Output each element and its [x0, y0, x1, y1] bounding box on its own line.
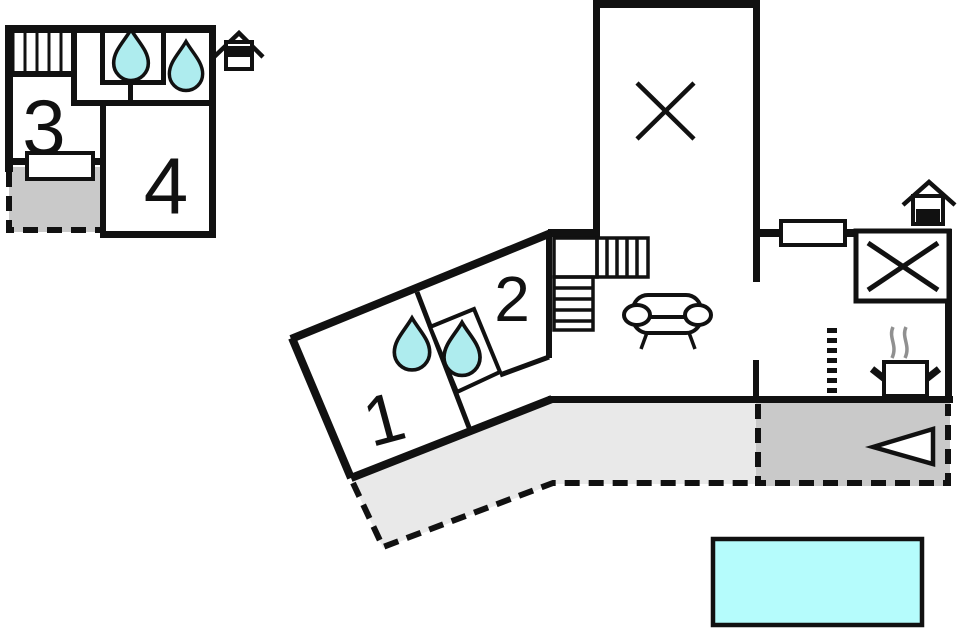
tilted-wall-bottom — [349, 395, 554, 482]
annex-terrace-dashed-edge — [6, 172, 100, 233]
annex-wall-left — [5, 25, 13, 172]
room4-label: 4 — [144, 142, 189, 231]
upper-room — [593, 0, 760, 282]
water-drop-icon — [392, 316, 432, 372]
annex-bath-wall-left — [100, 28, 105, 84]
stairs-lower-run — [552, 275, 595, 332]
room3-label: 3 — [22, 83, 65, 171]
water-drop-icon — [167, 39, 205, 93]
terrace-light-dashed-edge — [350, 480, 756, 551]
stairs-landing — [552, 236, 599, 279]
dashed-divider — [827, 328, 837, 393]
pot-with-steam-icon — [869, 326, 942, 398]
upper-room-wall-left — [593, 0, 600, 237]
tilted-wing-walls — [288, 229, 554, 482]
x-marker-large — [635, 81, 696, 141]
annex-wall-bottom — [100, 231, 216, 238]
staircase — [552, 236, 650, 332]
annex-stairs-bottom-wall — [5, 71, 77, 77]
steam-line — [902, 326, 909, 359]
annex-room4-left-wall — [100, 103, 106, 238]
house-entrance-icon-main — [901, 178, 957, 226]
crossed-box — [853, 228, 952, 304]
terrace-dark — [755, 402, 951, 486]
terrace-light — [350, 400, 758, 551]
upper-room-wall-top — [593, 0, 760, 8]
steam-line — [889, 326, 896, 359]
swimming-pool — [710, 536, 925, 628]
room1-label: 1 — [355, 376, 413, 461]
sofa-icon — [622, 293, 713, 350]
annex-bath-wall-right — [161, 28, 166, 85]
annex-inner-wall-h — [71, 100, 216, 106]
window-icon-annex — [25, 151, 95, 181]
annex-inner-wall-v — [71, 28, 77, 106]
terrace-dark-dashed-edge — [755, 404, 951, 486]
x-marker-small — [866, 240, 940, 293]
annex-bath-wall-stub — [128, 82, 133, 104]
annex-wall-right — [209, 25, 216, 238]
tilted-wall-left — [288, 336, 355, 480]
room2-bottom-wall — [499, 354, 550, 378]
stairs-upper-run — [595, 236, 650, 279]
room2-right-wall — [546, 233, 552, 358]
annex-staircase — [11, 29, 63, 73]
room2-label: 2 — [494, 263, 530, 335]
pot-body — [882, 360, 929, 398]
upper-room-wall-right — [753, 0, 760, 282]
main-wall-top-left — [548, 229, 600, 237]
main-wall-right — [945, 229, 952, 403]
tilted-wall-top — [289, 229, 553, 343]
water-drop-icon — [111, 27, 151, 83]
annex-wall-top — [5, 25, 216, 33]
window-icon-main — [779, 219, 847, 247]
annex-building — [5, 25, 216, 238]
kitchen-wall-stub — [753, 360, 759, 400]
main-wall-bottom — [548, 396, 953, 403]
house-entrance-icon-annex — [212, 29, 265, 71]
triangle-arrow-icon — [864, 425, 936, 467]
